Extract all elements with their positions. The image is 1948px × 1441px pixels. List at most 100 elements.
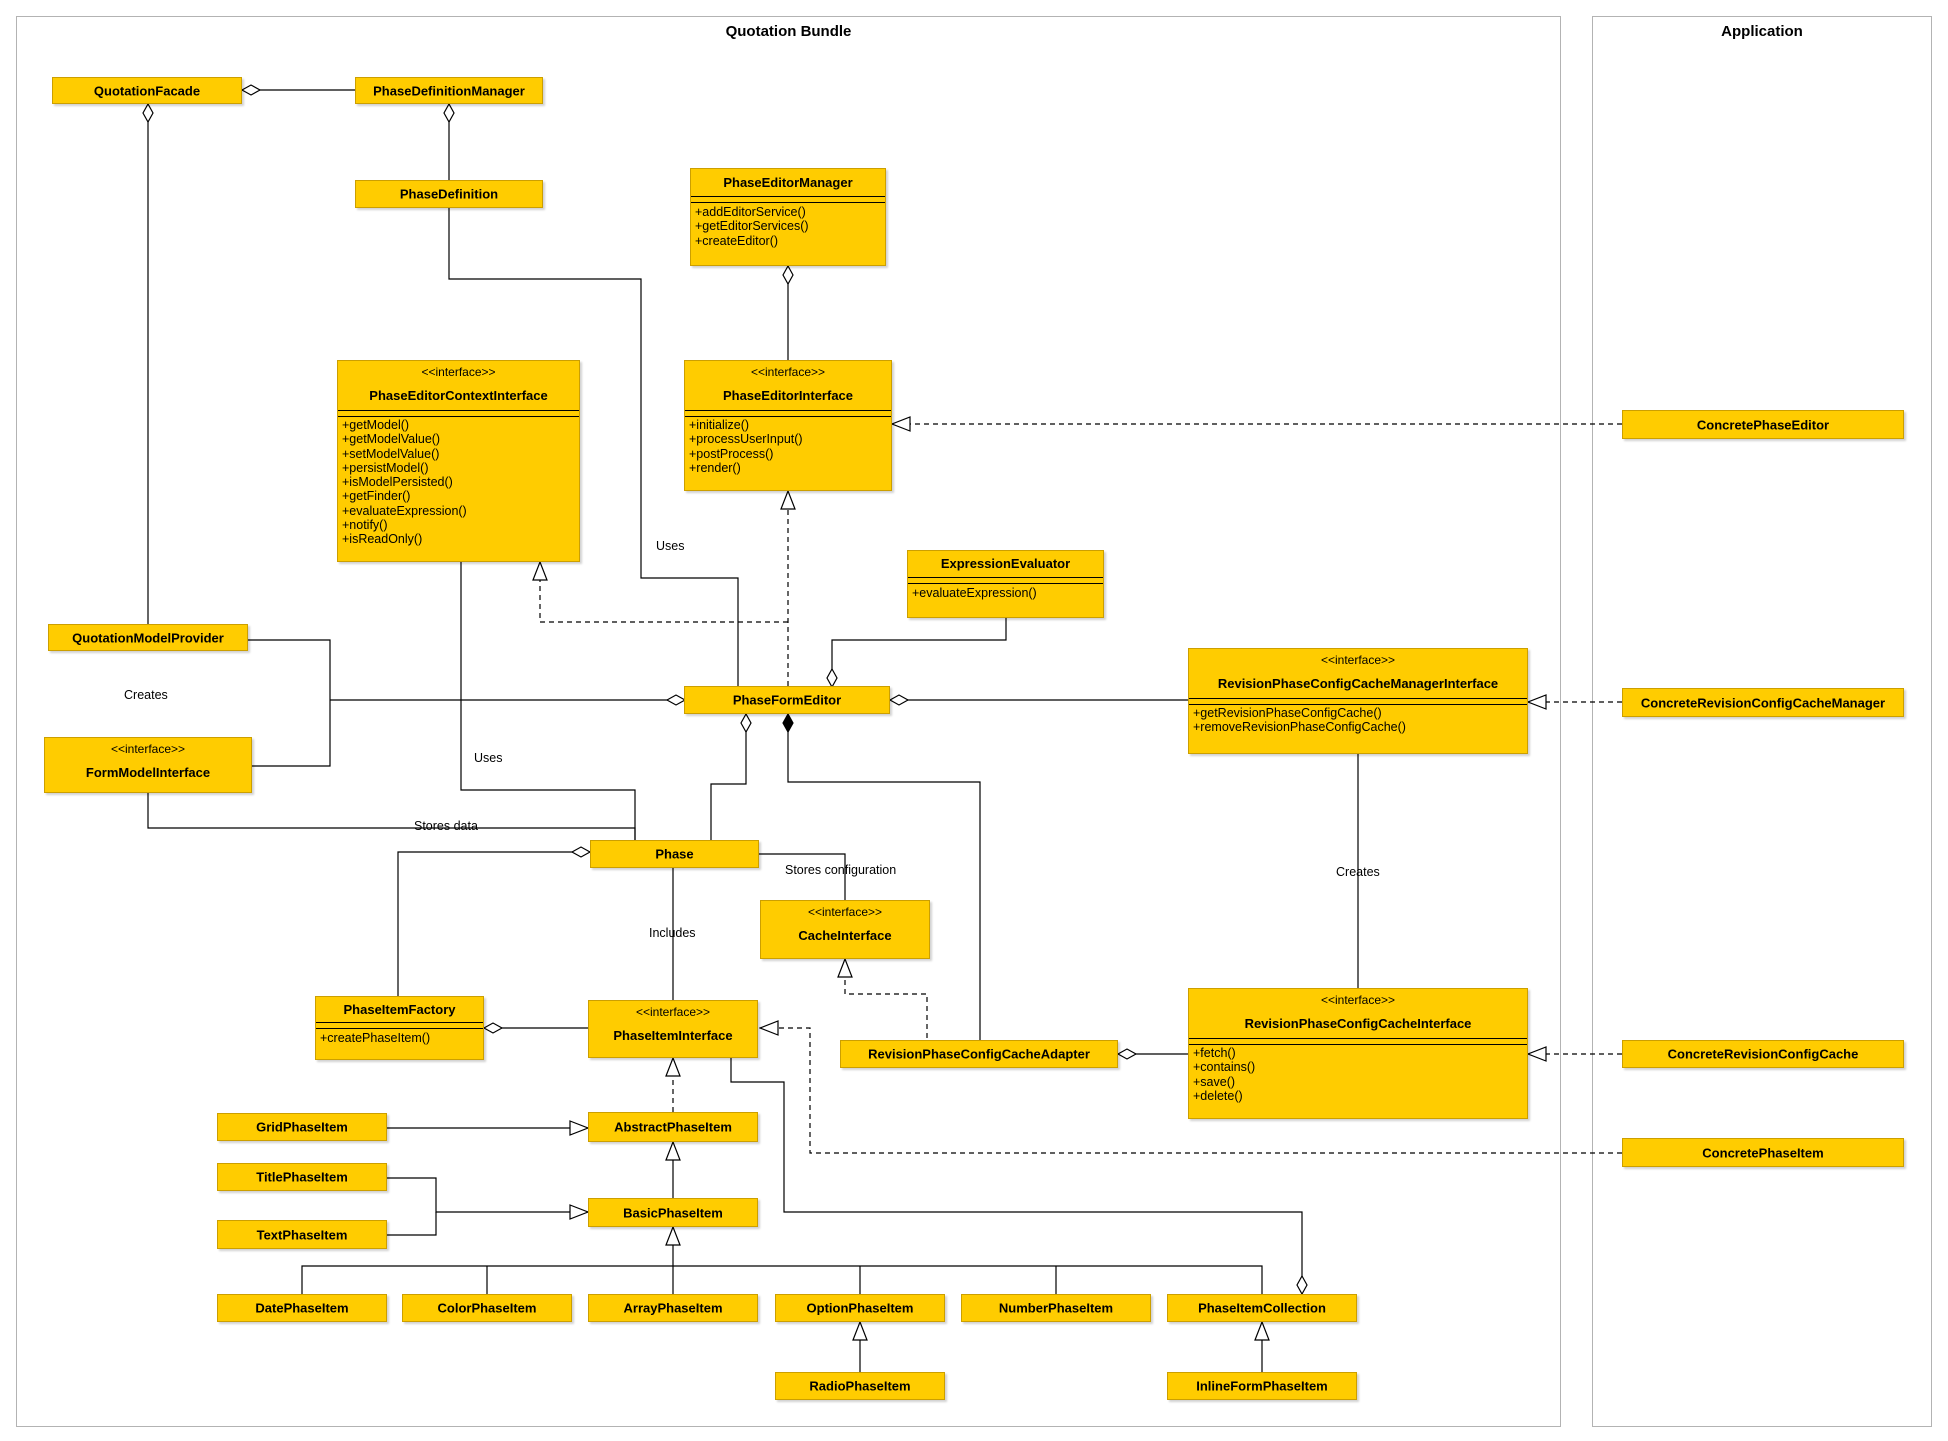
operation: +delete() [1193,1088,1243,1103]
edge-phase-cache-stores [759,853,846,900]
operations-list: +getRevisionPhaseConfigCache() +removeRe… [1189,706,1527,735]
operation: +addEditorService() [695,205,806,219]
class-revision-phase-config-cache-interface[interactable]: <<interface>> RevisionPhaseConfigCacheIn… [1188,988,1528,1119]
class-concrete-revision-config-cache-manager[interactable]: ConcreteRevisionConfigCacheManager [1622,688,1904,717]
label-uses: Uses [656,539,685,553]
class-name: TextPhaseItem [256,1227,348,1242]
class-expression-evaluator[interactable]: ExpressionEvaluator +evaluateExpression(… [907,550,1104,618]
class-basic-phase-item[interactable]: BasicPhaseItem [588,1198,758,1227]
edge-pdef-formeditor-uses [448,194,739,686]
stereotype: <<interface>> [1320,653,1396,667]
class-name: RevisionPhaseConfigCacheInterface [1244,1016,1472,1031]
class-grid-phase-item[interactable]: GridPhaseItem [217,1113,387,1141]
class-name: PhaseDefinition [399,186,499,202]
stereotype: <<interface>> [807,905,883,919]
operation: +postProcess() [689,446,774,461]
operations-list: +initialize() +processUserInput() +postP… [685,418,891,475]
ops-separator [691,202,885,203]
ops-separator [685,416,891,417]
class-phase-editor-interface[interactable]: <<interface>> PhaseEditorInterface +init… [684,360,892,491]
class-name: NumberPhaseItem [998,1300,1114,1316]
frame-title: Quotation Bundle [725,23,852,40]
operations-list: +createPhaseItem() [316,1031,483,1045]
class-name: RadioPhaseItem [809,1378,911,1394]
class-quotation-model-provider[interactable]: QuotationModelProvider [48,624,248,651]
operations-list: +addEditorService() +getEditorServices()… [691,205,885,248]
class-quotation-facade[interactable]: QuotationFacade [52,77,242,104]
attr-separator [685,410,891,411]
edge-phase-formeditor [710,714,746,840]
class-number-phase-item[interactable]: NumberPhaseItem [961,1294,1151,1322]
class-name: QuotationFacade [93,83,201,98]
class-form-model-interface[interactable]: <<interface>> FormModelInterface [44,737,252,793]
operation: +evaluateExpression() [912,586,1037,600]
class-title-phase-item[interactable]: TitlePhaseItem [217,1163,387,1191]
operation: +getModel() [342,418,410,432]
operation: +removeRevisionPhaseConfigCache() [1193,720,1406,735]
class-name: BasicPhaseItem [623,1205,723,1220]
class-text-phase-item[interactable]: TextPhaseItem [217,1220,387,1249]
ops-separator [1189,1044,1527,1045]
operations-list: +evaluateExpression() [908,586,1103,600]
attr-separator [338,410,579,411]
operations-list: +fetch() +contains() +save() +delete() [1189,1046,1527,1103]
class-name: ArrayPhaseItem [623,1300,723,1316]
class-revision-phase-config-cache-adapter[interactable]: RevisionPhaseConfigCacheAdapter [840,1040,1118,1068]
attr-separator [1189,1038,1527,1039]
edge-iteminterface-collection [730,1058,1302,1294]
edge-adapter-formeditor [788,714,981,1040]
class-name: ExpressionEvaluator [940,556,1071,571]
stereotype: <<interface>> [1320,993,1396,1007]
attr-separator [908,577,1103,578]
operation: +getRevisionPhaseConfigCache() [1193,706,1382,720]
edge-adapter-cacheinterface [845,959,928,1038]
edge-itemfactory-phase [397,852,590,996]
operation: +contains() [1193,1060,1256,1075]
class-concrete-phase-item[interactable]: ConcretePhaseItem [1622,1138,1904,1167]
operations-list: +getModel() +getModelValue() +setModelVa… [338,418,579,547]
class-cache-interface[interactable]: <<interface>> CacheInterface [760,900,930,959]
class-phase-item-interface[interactable]: <<interface>> PhaseItemInterface [588,1000,758,1058]
attr-separator [1189,698,1527,699]
stereotype: <<interface>> [421,365,496,379]
class-revision-phase-config-cache-manager-interface[interactable]: <<interface>> RevisionPhaseConfigCacheMa… [1188,648,1528,754]
class-date-phase-item[interactable]: DatePhaseItem [217,1294,387,1322]
class-radio-phase-item[interactable]: RadioPhaseItem [775,1372,945,1400]
class-name: ConcreteRevisionConfigCacheManager [1640,695,1886,710]
class-name: ConcretePhaseItem [1702,1145,1824,1160]
operation: +createPhaseItem() [320,1031,431,1045]
class-name: CacheInterface [798,928,892,943]
ops-separator [338,416,579,417]
class-inline-form-phase-item[interactable]: InlineFormPhaseItem [1167,1372,1357,1400]
class-phase[interactable]: Phase [590,840,759,868]
class-concrete-revision-config-cache[interactable]: ConcreteRevisionConfigCache [1622,1040,1904,1068]
class-name: PhaseItemCollection [1198,1300,1326,1316]
class-phase-form-editor[interactable]: PhaseFormEditor [684,686,890,714]
class-name: ConcretePhaseEditor [1696,417,1830,432]
label-creates: Creates [124,688,168,702]
attr-separator [316,1022,483,1023]
class-name: PhaseDefinitionManager [373,83,525,98]
label-stores-data: Stores data [414,819,478,833]
edge-concreteitem-iteminterface [760,1028,1622,1154]
stereotype: <<interface>> [635,1005,711,1019]
class-array-phase-item[interactable]: ArrayPhaseItem [588,1294,758,1322]
class-phase-item-factory[interactable]: PhaseItemFactory +createPhaseItem() [315,996,484,1060]
class-concrete-phase-editor[interactable]: ConcretePhaseEditor [1622,410,1904,439]
class-abstract-phase-item[interactable]: AbstractPhaseItem [588,1112,758,1142]
class-phase-definition[interactable]: PhaseDefinition [355,180,543,208]
class-phase-item-collection[interactable]: PhaseItemCollection [1167,1294,1357,1322]
class-phase-definition-manager[interactable]: PhaseDefinitionManager [355,77,543,104]
class-name: PhaseItemInterface [613,1028,733,1043]
frame-title: Application [1721,23,1803,40]
operation: +save() [1193,1074,1236,1089]
class-name: PhaseItemFactory [343,1002,456,1017]
class-phase-editor-context-interface[interactable]: <<interface>> PhaseEditorContextInterfac… [337,360,580,562]
stereotype: <<interface>> [110,742,186,756]
class-phase-editor-manager[interactable]: PhaseEditorManager +addEditorService() +… [690,168,886,266]
ops-separator [316,1028,483,1029]
class-name: TitlePhaseItem [256,1169,348,1185]
class-option-phase-item[interactable]: OptionPhaseItem [775,1294,945,1322]
operation: +getEditorServices() [695,219,809,234]
class-color-phase-item[interactable]: ColorPhaseItem [402,1294,572,1322]
